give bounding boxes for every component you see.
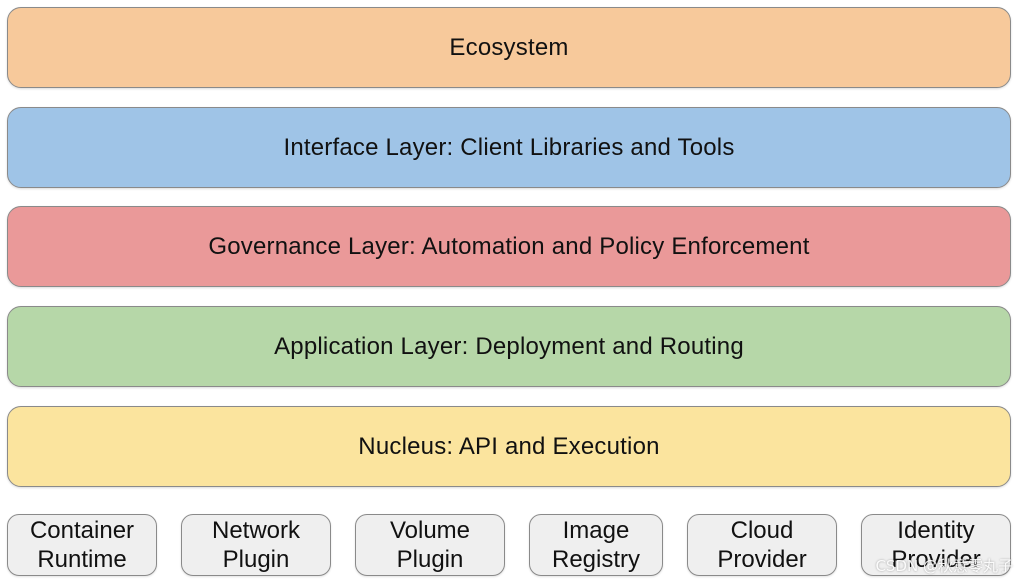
plugin-label-line2: Runtime [37, 546, 127, 573]
plugin-label-line1: Container [29, 517, 135, 544]
plugin-label-line1: Network [211, 517, 301, 544]
plugin-cloud-provider: Cloud Provider [687, 514, 837, 576]
plugin-label-line2: Provider [717, 546, 807, 573]
plugin-label-line2: Provider [891, 546, 981, 573]
plugin-label-line2: Registry [551, 546, 641, 573]
layer-label: Governance Layer: Automation and Policy … [208, 232, 810, 260]
plugin-container-runtime: Container Runtime [7, 514, 157, 576]
plugin-network: Network Plugin [181, 514, 331, 576]
layer-nucleus: Nucleus: API and Execution [7, 406, 1011, 487]
layer-label: Interface Layer: Client Libraries and To… [283, 133, 735, 161]
plugin-label-line1: Volume [389, 517, 471, 544]
plugin-identity-provider: Identity Provider [861, 514, 1011, 576]
layer-label: Ecosystem [449, 33, 569, 61]
layer-governance: Governance Layer: Automation and Policy … [7, 206, 1011, 287]
plugin-label-line1: Image [562, 517, 630, 544]
layer-application: Application Layer: Deployment and Routin… [7, 306, 1011, 387]
layer-label: Nucleus: API and Execution [358, 432, 660, 460]
plugin-volume: Volume Plugin [355, 514, 505, 576]
watermark: CSDN @秋意零丸子 [875, 557, 1013, 575]
layer-label: Application Layer: Deployment and Routin… [274, 332, 744, 360]
layer-ecosystem: Ecosystem [7, 7, 1011, 88]
layer-interface: Interface Layer: Client Libraries and To… [7, 107, 1011, 188]
plugin-label-line1: Identity [897, 517, 975, 544]
plugin-label-line2: Plugin [396, 546, 464, 573]
plugin-label-line1: Cloud [730, 517, 794, 544]
plugin-label-line2: Plugin [222, 546, 290, 573]
plugin-image-registry: Image Registry [529, 514, 663, 576]
